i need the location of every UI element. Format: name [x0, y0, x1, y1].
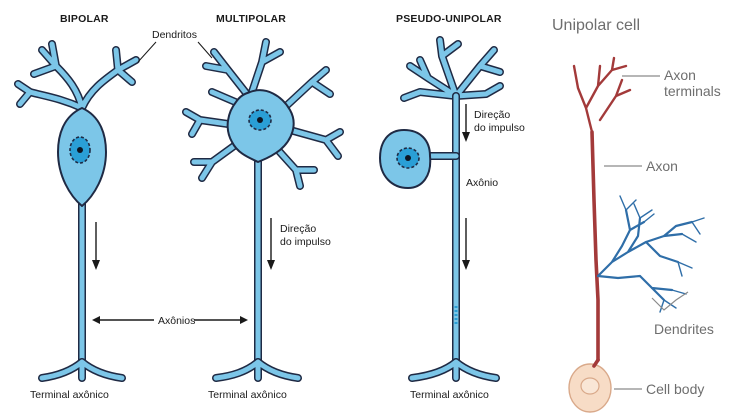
- bipolar-impulse-arrow: [92, 222, 100, 270]
- pseudo-dendrites: [404, 40, 500, 98]
- axon-label: Axon: [646, 158, 678, 174]
- multipolar-impulse-arrow: [267, 218, 275, 270]
- axon-terminals-label-line1: Axon: [664, 67, 696, 83]
- pseudo-unipolar-heading: PSEUDO-UNIPOLAR: [396, 13, 502, 25]
- dendrites-label: Dendrites: [654, 321, 714, 337]
- bipolar-terminals: [42, 362, 122, 378]
- unipolar-nucleus: [581, 378, 599, 394]
- unipolar-axon: [592, 132, 598, 360]
- unipolar-axon-terminals: [574, 58, 630, 132]
- unipolar-dendrites: [598, 196, 704, 312]
- pseudo-terminals: [412, 362, 496, 378]
- pseudo-impulse-arrow-lower: [462, 218, 470, 270]
- pseudo-direcao-line1: Direção: [474, 109, 510, 121]
- bipolar-neuron: [18, 44, 136, 378]
- pseudo-unipolar-neuron: [380, 40, 500, 378]
- pseudo-direcao-line2: do impulso: [474, 122, 525, 134]
- unipolar-cell: [569, 58, 704, 412]
- bipolar-dendrites: [18, 44, 136, 108]
- pseudo-axonio-label: Axônio: [466, 177, 498, 189]
- dendritos-leaders: [138, 42, 212, 62]
- unipolar-leaders: [604, 76, 688, 389]
- multipolar-heading: MULTIPOLAR: [216, 13, 286, 25]
- multipolar-terminals: [216, 362, 298, 378]
- bipolar-terminal-label: Terminal axônico: [30, 389, 109, 401]
- multipolar-direcao-line1: Direção: [280, 223, 316, 235]
- multipolar-direcao-line2: do impulso: [280, 236, 331, 248]
- cell-body-label: Cell body: [646, 381, 704, 397]
- axon-terminals-label-line2: terminals: [664, 83, 721, 99]
- bipolar-heading: BIPOLAR: [60, 13, 109, 25]
- axonios-label: Axônios: [158, 315, 195, 327]
- unipolar-title: Unipolar cell: [552, 17, 640, 34]
- multipolar-terminal-label: Terminal axônico: [208, 389, 287, 401]
- pseudo-impulse-arrow-upper: [462, 104, 470, 142]
- dendritos-label: Dendritos: [152, 29, 197, 41]
- pseudo-terminal-label: Terminal axônico: [410, 389, 489, 401]
- multipolar-neuron: [186, 42, 340, 378]
